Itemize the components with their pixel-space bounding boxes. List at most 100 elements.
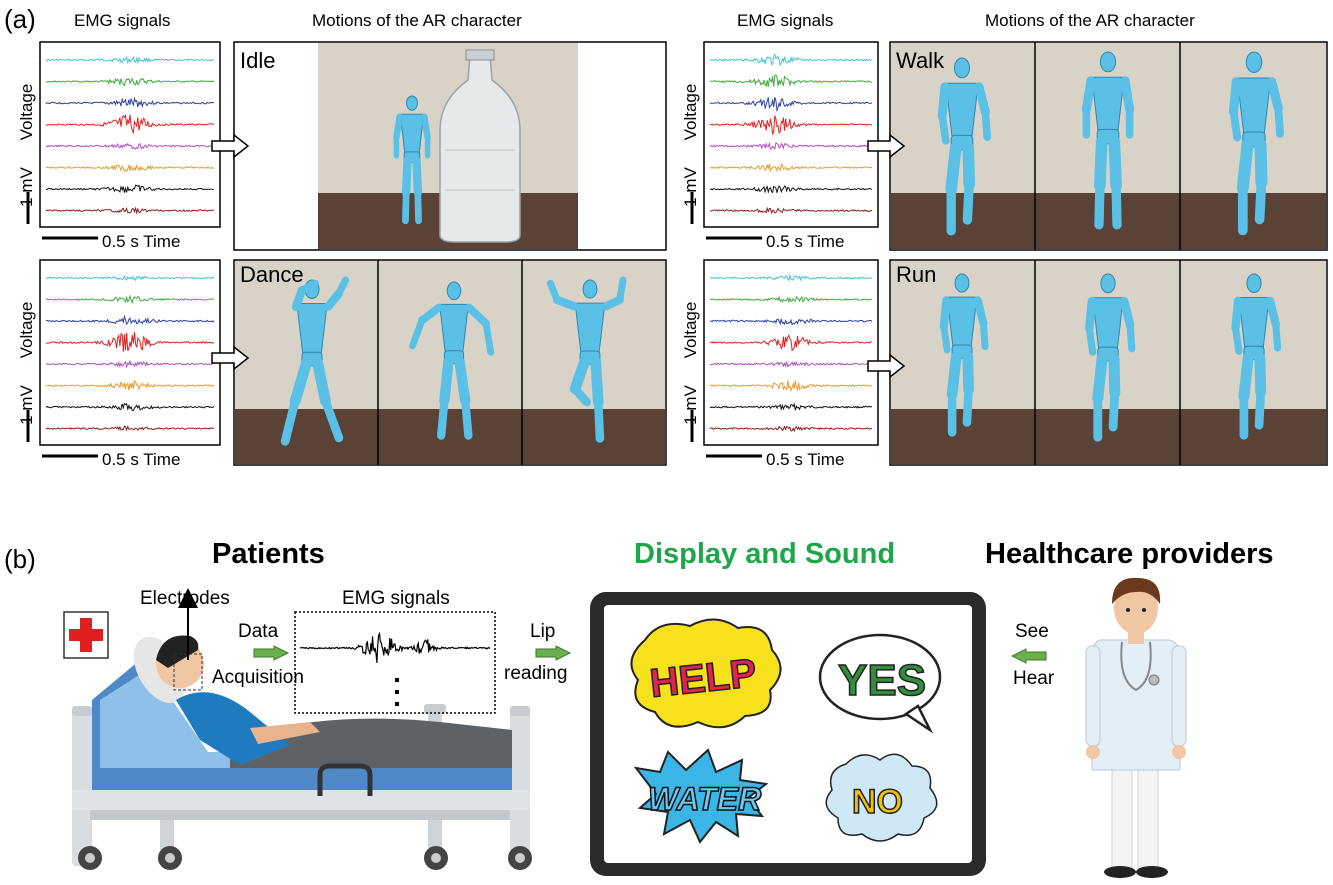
providers-title: Healthcare providers xyxy=(985,538,1274,570)
lip-label: Lip xyxy=(530,621,555,642)
emg-channel-trace xyxy=(709,273,873,282)
emg-channel-trace xyxy=(709,425,873,433)
water-bottle-image xyxy=(439,49,521,243)
ar-character xyxy=(1085,273,1136,442)
motions-header-right: Motions of the AR character xyxy=(985,11,1195,30)
emg-channel-trace xyxy=(45,142,215,150)
hear-label: Hear xyxy=(1013,668,1055,689)
emg-channel-trace xyxy=(45,96,215,109)
emg-channel-trace xyxy=(45,332,215,352)
motion-label-idle: Idle xyxy=(240,48,275,73)
emg-channel-trace xyxy=(45,114,215,135)
emg-channel-trace xyxy=(45,359,215,369)
ar-character xyxy=(1081,51,1135,230)
time-scale-label: 0.5 s Time xyxy=(766,232,844,251)
motion-label-run: Run xyxy=(896,262,936,287)
acquisition-label: Acquisition xyxy=(212,667,304,688)
emg-channel-trace xyxy=(45,425,215,432)
emg-header-right: EMG signals xyxy=(737,11,833,30)
emg-channel-trace xyxy=(709,402,873,411)
electrodes-label: Electrodes xyxy=(140,588,230,609)
motion-label-walk: Walk xyxy=(896,48,945,73)
time-scale-label: 0.5 s Time xyxy=(102,450,180,469)
emg-channel-trace xyxy=(45,274,215,282)
patient-bed-illustration xyxy=(72,635,532,870)
emg-channel-trace xyxy=(710,206,873,215)
motion-label-dance: Dance xyxy=(240,262,304,287)
flow-arrow xyxy=(211,345,250,371)
emg-channel-trace xyxy=(709,74,873,88)
ar-character xyxy=(546,276,627,443)
emg-channel-trace xyxy=(46,55,215,65)
water-bubble: WATER xyxy=(633,748,769,844)
see-label: See xyxy=(1015,621,1049,642)
ar-character xyxy=(937,57,992,236)
emg-channel-trace xyxy=(709,318,873,326)
emg-channel-trace xyxy=(709,115,873,136)
green-flow-arrow xyxy=(535,645,572,661)
emg-channel-trace xyxy=(45,379,215,391)
emg-channel-trace xyxy=(709,361,873,368)
voltage-axis-label: Voltage xyxy=(17,302,36,359)
emg-channel-trace xyxy=(709,53,873,67)
doctor-illustration xyxy=(1085,577,1187,878)
idle-panel: Idle xyxy=(233,41,667,251)
ar-character xyxy=(1228,51,1284,236)
time-scale-label: 0.5 s Time xyxy=(102,232,180,251)
emg-channel-trace xyxy=(45,294,215,305)
emg-header-left: EMG signals xyxy=(74,11,170,30)
emg-signals-label: EMG signals xyxy=(342,588,450,609)
panel-a-label: (a) xyxy=(4,4,36,34)
emg-signal-box xyxy=(294,611,496,714)
no-bubble: NO xyxy=(825,753,938,842)
mv-scale-label: 1 mV xyxy=(681,385,700,425)
motions-header-left: Motions of the AR character xyxy=(312,11,522,30)
ar-character xyxy=(939,273,989,437)
emg-channel-trace xyxy=(709,97,872,113)
patients-title: Patients xyxy=(212,538,325,570)
data-label: Data xyxy=(238,621,279,642)
hospital-cross-icon xyxy=(63,611,109,659)
emg-channel-trace xyxy=(45,164,215,173)
flow-arrow xyxy=(211,133,250,159)
mv-scale-label: 1 mV xyxy=(17,167,36,207)
reading-label: reading xyxy=(504,663,567,684)
voltage-axis-label: Voltage xyxy=(17,84,36,141)
flow-arrow xyxy=(867,133,906,159)
word-no: NO xyxy=(852,783,903,821)
ar-character xyxy=(1231,273,1282,440)
help-bubble: HELP xyxy=(630,618,782,729)
tablet-display: HELP YES WATER NO xyxy=(590,592,986,876)
emg-channel-trace xyxy=(709,334,872,352)
word-water: WATER xyxy=(648,781,761,817)
display-title: Display and Sound xyxy=(634,538,895,570)
dance-panel: Dance xyxy=(233,259,667,466)
emg-channel-trace xyxy=(709,295,873,304)
ar-character xyxy=(393,95,431,225)
ar-character xyxy=(408,281,495,440)
green-flow-arrow xyxy=(1010,648,1047,664)
emg-box-0: Voltage 1 mV 0.5 s Time xyxy=(17,41,221,251)
emg-box-3: Voltage 1 mV 0.5 s Time xyxy=(681,259,879,469)
mv-scale-label: 1 mV xyxy=(681,167,700,207)
yes-bubble: YES xyxy=(818,633,942,734)
time-scale-label: 0.5 s Time xyxy=(766,450,844,469)
emg-channel-trace xyxy=(709,141,873,151)
emg-channel-trace xyxy=(46,314,215,325)
emg-channel-trace xyxy=(709,185,873,194)
panel-b-label: (b) xyxy=(4,544,36,574)
walk-panel: Walk xyxy=(889,41,1328,251)
emg-channel-trace xyxy=(45,184,215,193)
flow-arrow xyxy=(867,353,906,379)
green-flow-arrow xyxy=(253,645,290,661)
run-panel: Run xyxy=(889,259,1328,466)
emg-channel-trace xyxy=(45,402,215,412)
voltage-axis-label: Voltage xyxy=(681,302,700,359)
ellipsis-dots xyxy=(395,678,399,706)
word-yes: YES xyxy=(838,656,926,705)
emg-channel-trace xyxy=(709,163,873,173)
emg-channel-trace xyxy=(45,206,215,215)
